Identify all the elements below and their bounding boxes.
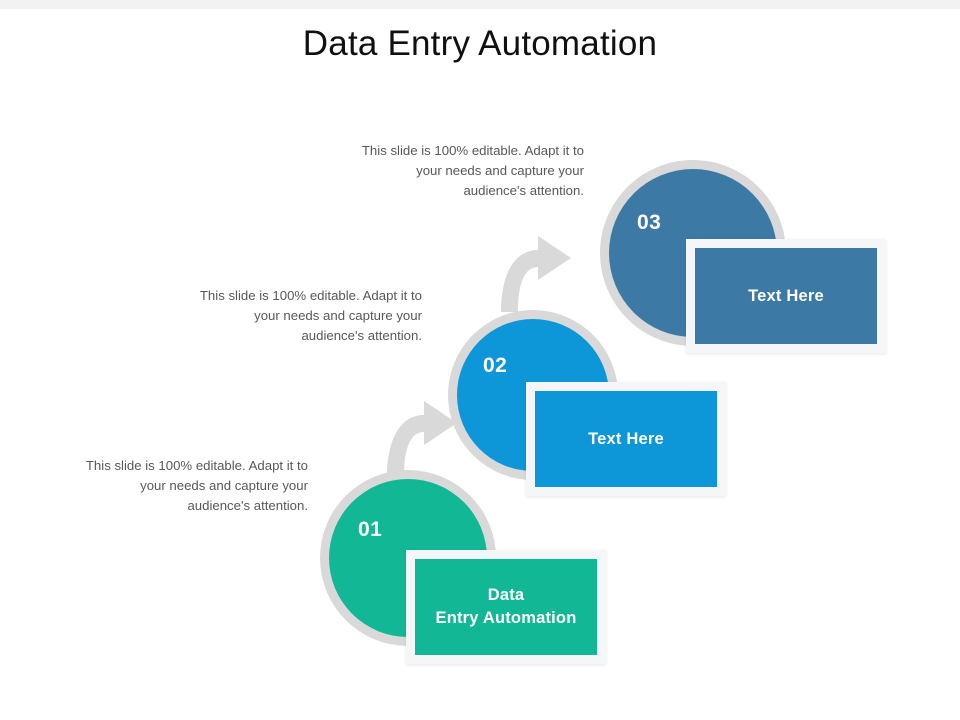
- step-group-1[interactable]: 01 Data Entry Automation: [320, 470, 620, 670]
- step-label-box-3[interactable]: Text Here: [686, 239, 886, 353]
- step-description-2: This slide is 100% editable. Adapt it to…: [199, 288, 422, 343]
- curved-arrow-icon: [497, 228, 575, 312]
- page-title: Data Entry Automation: [302, 24, 658, 63]
- step-label-fill-3: Text Here: [695, 248, 877, 344]
- step-label-line-2: Entry Automation: [435, 609, 577, 627]
- step-label-text-3: Text Here: [748, 286, 824, 305]
- step-description-3: This slide is 100% editable. Adapt it to…: [361, 143, 584, 198]
- step-label-fill-2: Text Here: [535, 391, 717, 487]
- slide-top-edge: [0, 0, 960, 9]
- step-label-box-2[interactable]: Text Here: [526, 382, 726, 496]
- step-label-line-1: Data: [487, 586, 525, 604]
- step-label-text-2: Text Here: [588, 429, 664, 448]
- step-number-3: 03: [637, 211, 662, 234]
- curved-arrow-icon: [383, 393, 461, 477]
- step-number-2: 02: [483, 354, 508, 377]
- step-label-box-1[interactable]: Data Entry Automation: [406, 550, 606, 664]
- step-label-fill-1: Data Entry Automation: [415, 559, 597, 655]
- step-group-3[interactable]: 03 Text Here: [600, 160, 900, 360]
- step-description-1: This slide is 100% editable. Adapt it to…: [85, 458, 308, 513]
- step-label-text-1: Data Entry Automation: [435, 584, 576, 630]
- step-number-1: 01: [358, 518, 383, 541]
- step-group-2[interactable]: 02 Text Here: [448, 310, 748, 500]
